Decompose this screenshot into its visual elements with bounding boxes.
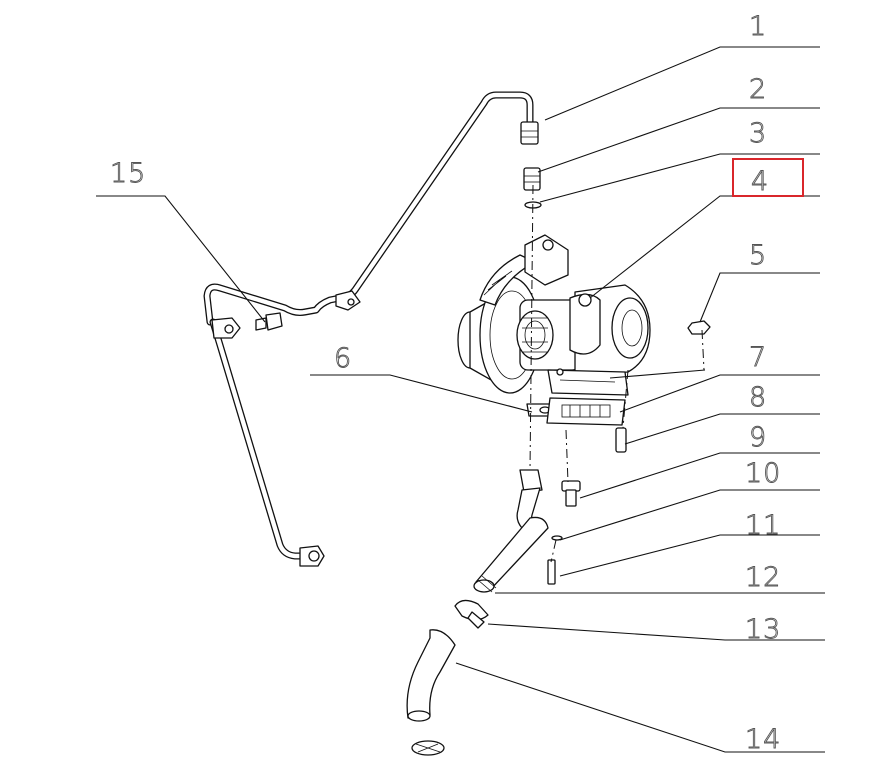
hex-nut bbox=[687, 320, 711, 335]
callout-4: 4 bbox=[751, 166, 769, 197]
oil-feed-pipe bbox=[203, 91, 539, 326]
small-washer bbox=[551, 535, 563, 541]
callout-11: 11 bbox=[745, 510, 781, 541]
callout-5: 5 bbox=[749, 240, 767, 271]
callout-7: 7 bbox=[749, 342, 767, 373]
highlight-box bbox=[732, 158, 804, 197]
turbocharger bbox=[457, 234, 651, 396]
exhaust-gasket bbox=[546, 397, 626, 426]
hose-clamp bbox=[454, 599, 489, 629]
stud-bolt bbox=[615, 427, 627, 453]
assembly-center-lines bbox=[529, 184, 705, 563]
callout-1: 1 bbox=[749, 11, 767, 42]
callout-9: 9 bbox=[749, 422, 767, 453]
callout-15: 15 bbox=[110, 158, 146, 189]
oil-drain-tube bbox=[473, 469, 549, 593]
callout-6: 6 bbox=[334, 343, 352, 374]
callout-8: 8 bbox=[749, 382, 767, 413]
callout-12: 12 bbox=[745, 562, 781, 593]
callout-14: 14 bbox=[745, 724, 781, 755]
callout-13: 13 bbox=[745, 614, 781, 645]
rubber-hose bbox=[406, 629, 456, 756]
callout-2: 2 bbox=[749, 74, 767, 105]
flange-bolt bbox=[561, 480, 581, 507]
small-screw bbox=[547, 559, 556, 585]
callout-3: 3 bbox=[749, 118, 767, 149]
banjo-fitting bbox=[523, 167, 541, 191]
callout-labels: 1 2 3 4 5 6 7 8 9 10 11 12 13 14 15 bbox=[110, 11, 781, 756]
callout-10: 10 bbox=[745, 458, 781, 489]
oil-return-pipe bbox=[209, 312, 325, 567]
leader-lines bbox=[96, 46, 825, 753]
